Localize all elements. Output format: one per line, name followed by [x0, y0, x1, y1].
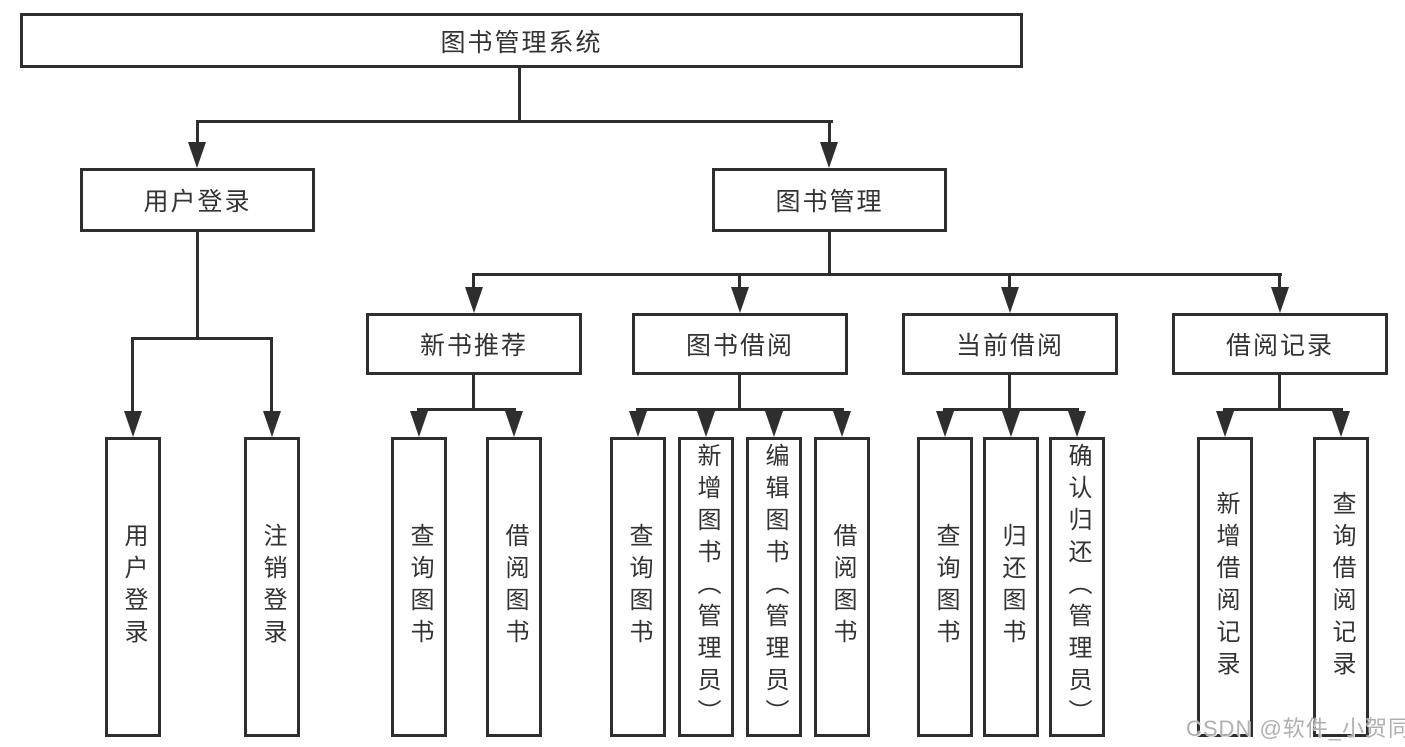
arrow-down-icon: [1002, 411, 1020, 437]
connector-line: [472, 273, 475, 287]
connector-line: [1223, 408, 1343, 411]
leaf-query-borrow-record: 查询借阅记录: [1313, 437, 1369, 737]
connector-line: [196, 120, 833, 123]
leaf-edit-books-admin: 编辑图书（管理员）: [746, 437, 802, 737]
arrow-down-icon: [124, 411, 142, 437]
leaf-recommend-query-books-label: 查询图书: [406, 523, 433, 651]
arrow-down-icon: [629, 411, 647, 437]
leaf-recommend-query-books: 查询图书: [391, 437, 447, 737]
node-new-book-recommend: 新书推荐: [366, 313, 582, 375]
leaf-add-borrow-record-label: 新增借阅记录: [1212, 491, 1239, 683]
arrow-down-icon: [188, 142, 206, 168]
connector-line: [738, 375, 741, 411]
arrow-down-icon: [820, 142, 838, 168]
node-book-borrowing: 图书借阅: [632, 313, 848, 375]
node-book-management: 图书管理: [712, 168, 947, 232]
arrow-down-icon: [465, 287, 483, 313]
connector-line: [828, 232, 831, 275]
leaf-user-login-label: 用户登录: [120, 523, 147, 651]
leaf-return-books: 归还图书: [983, 437, 1039, 737]
leaf-confirm-return-admin: 确认归还（管理员）: [1049, 437, 1105, 737]
leaf-borrow-books-label: 借阅图书: [829, 523, 856, 651]
leaf-recommend-borrow-books: 借阅图书: [486, 437, 542, 737]
connector-line: [1278, 375, 1281, 411]
connector-line: [1008, 375, 1011, 411]
connector-line: [828, 120, 831, 144]
arrow-down-icon: [410, 411, 428, 437]
node-new-book-recommend-label: 新书推荐: [419, 332, 528, 360]
csdn-watermark: CSDN @软件_小贺同学: [1186, 716, 1405, 741]
leaf-confirm-return-admin-label: 确认归还（管理员）: [1064, 443, 1091, 731]
leaf-edit-books-admin-label: 编辑图书（管理员）: [761, 443, 788, 731]
arrow-down-icon: [1332, 411, 1350, 437]
connector-line: [472, 375, 475, 411]
arrow-down-icon: [263, 411, 281, 437]
node-current-borrowing-label: 当前借阅: [955, 332, 1064, 360]
arrow-down-icon: [505, 411, 523, 437]
leaf-user-login: 用户登录: [105, 437, 161, 737]
node-book-management-label: 图书管理: [775, 188, 884, 216]
connector-line: [518, 67, 521, 122]
connector-line: [1278, 273, 1281, 287]
connector-line: [417, 408, 516, 411]
connector-line: [1008, 273, 1011, 287]
arrow-down-icon: [1216, 411, 1234, 437]
arrow-down-icon: [1271, 287, 1289, 313]
connector-line: [472, 273, 1282, 276]
node-borrowing-records-label: 借阅记录: [1225, 332, 1334, 360]
leaf-add-borrow-record: 新增借阅记录: [1197, 437, 1253, 737]
node-user-login-label: 用户登录: [143, 188, 252, 216]
leaf-query-borrow-record-label: 查询借阅记录: [1328, 491, 1355, 683]
leaf-borrowing-query-books: 查询图书: [610, 437, 666, 737]
leaf-add-books-admin-label: 新增图书（管理员）: [693, 443, 720, 731]
connector-line: [131, 337, 134, 411]
connector-line: [270, 337, 273, 411]
arrow-down-icon: [697, 411, 715, 437]
connector-line: [943, 408, 1079, 411]
arrow-down-icon: [1068, 411, 1086, 437]
node-borrowing-records: 借阅记录: [1172, 313, 1388, 375]
arrow-down-icon: [731, 287, 749, 313]
connector-line: [196, 120, 199, 144]
arrow-down-icon: [936, 411, 954, 437]
arrow-down-icon: [765, 411, 783, 437]
leaf-add-books-admin: 新增图书（管理员）: [678, 437, 734, 737]
node-current-borrowing: 当前借阅: [902, 313, 1118, 375]
node-root: 图书管理系统: [20, 13, 1023, 68]
leaf-recommend-borrow-books-label: 借阅图书: [501, 523, 528, 651]
connector-line: [196, 232, 199, 340]
leaf-return-books-label: 归还图书: [998, 523, 1025, 651]
leaf-logout: 注销登录: [244, 437, 300, 737]
leaf-current-query-books: 查询图书: [917, 437, 973, 737]
arrow-down-icon: [1001, 287, 1019, 313]
connector-line: [636, 408, 844, 411]
node-root-label: 图书管理系统: [440, 28, 603, 57]
node-user-login: 用户登录: [80, 168, 315, 232]
arrow-down-icon: [833, 411, 851, 437]
connector-line: [738, 273, 741, 287]
leaf-current-query-books-label: 查询图书: [932, 523, 959, 651]
connector-line: [131, 337, 273, 340]
node-book-borrowing-label: 图书借阅: [685, 332, 794, 360]
leaf-borrow-books: 借阅图书: [814, 437, 870, 737]
leaf-borrowing-query-books-label: 查询图书: [625, 523, 652, 651]
leaf-logout-label: 注销登录: [259, 523, 286, 651]
